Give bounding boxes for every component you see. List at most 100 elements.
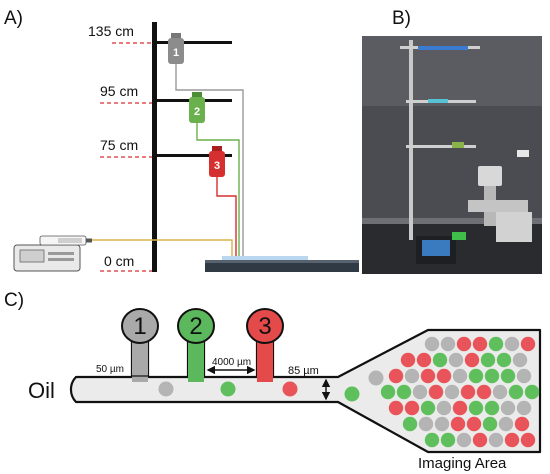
channel-droplets <box>158 370 384 402</box>
panel-b-photo <box>362 36 542 274</box>
imaging-droplet <box>456 432 472 448</box>
imaging-droplet <box>466 416 482 432</box>
height-label-95: 95 cm <box>100 83 138 99</box>
chip-stage <box>205 256 359 272</box>
channel-droplet <box>220 381 236 397</box>
imaging-droplets <box>380 336 540 448</box>
channel-droplet <box>368 370 384 386</box>
imaging-droplet <box>432 352 448 368</box>
imaging-droplet <box>380 384 396 400</box>
panel-a-setup: 135 cm 95 cm 75 cm 0 cm 1 2 3 <box>13 22 359 272</box>
syringe-pump <box>13 235 92 272</box>
imaging-droplet <box>492 384 508 400</box>
inlet-2-number: 2 <box>189 313 202 340</box>
panel-a-label: A) <box>4 8 23 29</box>
height-label-0: 0 cm <box>104 253 134 269</box>
imaging-droplet <box>418 416 434 432</box>
imaging-droplet <box>514 416 530 432</box>
imaging-droplet <box>452 368 468 384</box>
imaging-droplet <box>460 384 476 400</box>
imaging-droplet <box>402 416 418 432</box>
imaging-droplet <box>516 368 532 384</box>
channel-droplet <box>344 386 360 402</box>
arm-75 <box>152 154 232 157</box>
imaging-droplet <box>484 400 500 416</box>
imaging-droplet <box>420 400 436 416</box>
imaging-droplet <box>488 432 504 448</box>
panel-c-label: C) <box>4 290 24 311</box>
width-50-label: 50 µm <box>96 364 124 375</box>
imaging-droplet <box>520 336 536 352</box>
imaging-droplet <box>434 416 450 432</box>
inlet-3-number: 3 <box>258 313 271 340</box>
tube-reservoir-2 <box>196 122 240 258</box>
imaging-droplet <box>412 384 428 400</box>
reservoir-1: 1 <box>168 33 184 64</box>
imaging-droplet <box>396 384 412 400</box>
reservoir-1-number: 1 <box>173 47 179 59</box>
imaging-droplet <box>388 368 404 384</box>
imaging-droplet <box>420 368 436 384</box>
inlet-1-number: 1 <box>133 313 146 340</box>
tube-reservoir-3 <box>216 176 237 258</box>
imaging-droplet <box>498 416 514 432</box>
tube-syringe <box>92 239 233 258</box>
imaging-droplet <box>404 368 420 384</box>
reservoir-3: 3 <box>209 146 225 177</box>
imaging-droplet <box>416 352 432 368</box>
channel-droplet <box>282 381 298 397</box>
oil-label: Oil <box>28 378 55 403</box>
imaging-droplet <box>400 352 416 368</box>
imaging-droplet <box>472 432 488 448</box>
imaging-droplet <box>456 336 472 352</box>
imaging-droplet <box>448 352 464 368</box>
imaging-droplet <box>468 400 484 416</box>
imaging-droplet <box>500 368 516 384</box>
arm-135 <box>152 41 232 44</box>
imaging-droplet <box>424 336 440 352</box>
imaging-droplet <box>482 416 498 432</box>
imaging-droplet <box>444 384 460 400</box>
imaging-area-label: Imaging Area <box>418 455 507 472</box>
inlet-2: 2 <box>177 308 215 382</box>
imaging-droplet <box>500 400 516 416</box>
reservoir-3-number: 3 <box>214 160 220 172</box>
imaging-droplet <box>440 336 456 352</box>
imaging-droplet <box>504 432 520 448</box>
reservoir-2: 2 <box>189 92 205 123</box>
imaging-droplet <box>484 368 500 384</box>
height-label-135: 135 cm <box>88 23 134 39</box>
imaging-droplet <box>496 352 512 368</box>
channel-droplet <box>158 381 174 397</box>
imaging-droplet <box>468 368 484 384</box>
imaging-droplet <box>480 352 496 368</box>
imaging-droplet <box>512 352 528 368</box>
imaging-droplet <box>440 432 456 448</box>
inlet-3: 3 <box>246 308 284 382</box>
imaging-droplet <box>504 336 520 352</box>
imaging-droplet <box>488 336 504 352</box>
imaging-droplet <box>464 352 480 368</box>
imaging-droplet <box>388 400 404 416</box>
imaging-droplet <box>404 400 420 416</box>
height-85-label: 85 µm <box>288 365 319 377</box>
imaging-droplet <box>452 400 468 416</box>
imaging-droplet <box>450 416 466 432</box>
imaging-droplet <box>476 384 492 400</box>
stand-pole <box>152 22 157 272</box>
imaging-droplet <box>520 432 536 448</box>
imaging-droplet <box>436 400 452 416</box>
tube-reservoir-1 <box>175 64 244 258</box>
inlet-1: 1 <box>121 308 159 382</box>
reservoir-2-number: 2 <box>194 106 200 118</box>
panel-c-chip: 1 2 3 Oil 50 µm 4000 µm 85 µm Imaging Ar… <box>28 308 542 472</box>
height-label-75: 75 cm <box>100 137 138 153</box>
imaging-droplet <box>424 432 440 448</box>
panel-b-label: B) <box>392 8 411 29</box>
imaging-droplet <box>428 384 444 400</box>
spacing-4000-label: 4000 µm <box>212 357 251 368</box>
imaging-droplet <box>516 400 532 416</box>
imaging-droplet <box>524 384 540 400</box>
